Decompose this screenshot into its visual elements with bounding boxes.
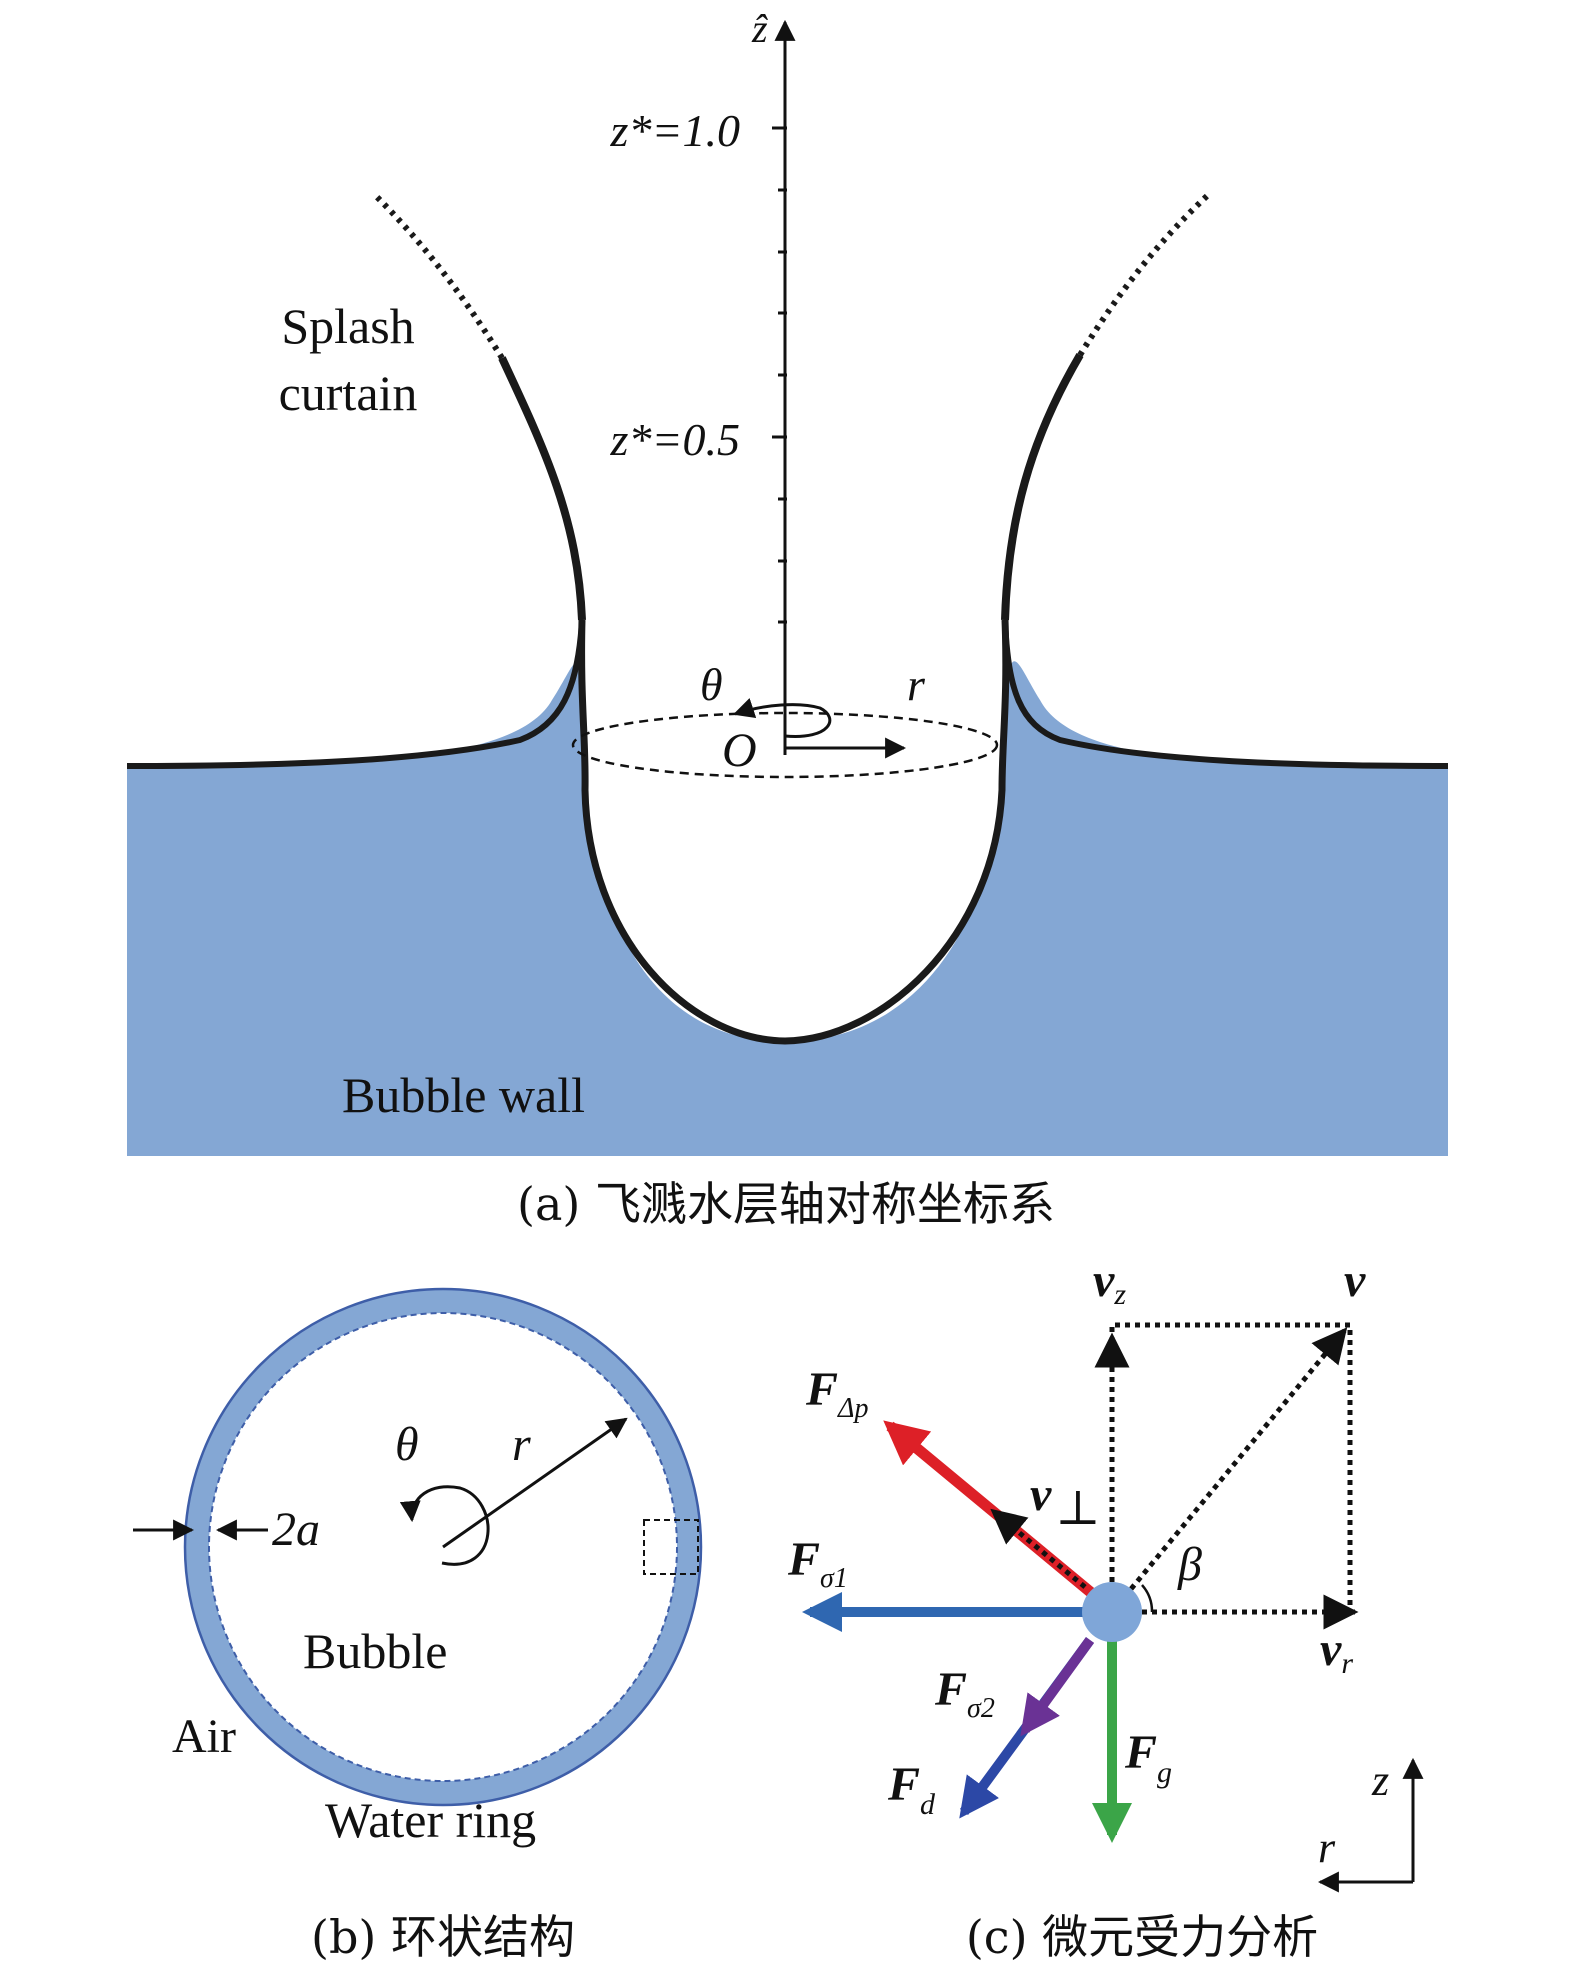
F-sigma2-label: Fσ2	[934, 1663, 995, 1724]
splash-curtain-left-dotted	[372, 192, 505, 360]
splash-curtain-left	[498, 356, 586, 621]
water-ring-label: Water ring	[325, 1792, 536, 1848]
vr-label: vr	[1320, 1623, 1353, 1680]
splash-curtain-label-2: curtain	[279, 365, 418, 421]
beta-arc	[1141, 1584, 1154, 1613]
surface-left	[126, 619, 585, 769]
air-label: Air	[172, 1710, 236, 1763]
cavity-outline	[578, 619, 1010, 1045]
ring-outer-edge	[183, 1287, 703, 1807]
element-box	[643, 1519, 699, 1575]
radius-arrow	[442, 1417, 628, 1549]
local-r-label: r	[1318, 1823, 1336, 1872]
caption-b: (b) 环状结构	[311, 1910, 575, 1964]
ring-inner-edge	[208, 1312, 678, 1782]
bubble-label: Bubble	[303, 1623, 447, 1679]
caption-c: (c) 微元受力分析	[966, 1910, 1318, 1964]
F-sigma2-arrow	[1020, 1637, 1095, 1737]
theta-label-b: θ	[395, 1418, 419, 1471]
z-axis-ticks	[772, 126, 787, 624]
v-perp-label: v⊥	[1030, 1468, 1100, 1535]
water-body	[127, 661, 1448, 1156]
F-sigma1-label: Fσ1	[787, 1533, 848, 1594]
r-label-b: r	[512, 1418, 531, 1471]
tick-label-middle: z*=0.5	[610, 414, 740, 465]
r-label: r	[907, 659, 926, 710]
F-g-label: Fg	[1124, 1726, 1172, 1789]
theta-rotation-arrow-b	[399, 1485, 490, 1566]
velocity-box	[1109, 1322, 1353, 1612]
theta-label: θ	[700, 659, 723, 710]
v-label: v	[1344, 1254, 1366, 1307]
panel-a: ẑ z*=1.0 z*=0.5 θ r O Splash curtain Bub…	[126, 6, 1449, 1231]
z-axis-label: ẑ	[751, 6, 768, 51]
coordinate-ellipse	[571, 711, 999, 779]
caption-a: (a) 飞溅水层轴对称坐标系	[517, 1177, 1055, 1231]
splash-curtain-right	[1001, 352, 1084, 621]
local-z-label: z	[1371, 1756, 1389, 1805]
origin-label: O	[722, 724, 757, 777]
bubble-wall-label: Bubble wall	[342, 1067, 585, 1123]
F-delta-p-label: FΔp	[805, 1363, 868, 1424]
surface-right	[1002, 619, 1449, 769]
splash-curtain-label-1: Splash	[281, 298, 414, 354]
tick-label-upper: z*=1.0	[610, 105, 740, 156]
thickness-label: 2a	[272, 1503, 320, 1556]
theta-rotation-arrow	[733, 698, 832, 738]
beta-label: β	[1177, 1538, 1202, 1591]
v-arrow	[1110, 1327, 1348, 1614]
panel-b: θ r 2a Bubble Air Water ring (b) 环状结构	[133, 1287, 703, 1964]
panel-c: vz v FΔp v⊥ Fσ1 β vr Fσ2 Fg Fd z r (c) 微…	[787, 1254, 1424, 1964]
F-d-label: Fd	[887, 1758, 936, 1821]
water-ring	[185, 1289, 701, 1805]
vz-label: vz	[1093, 1254, 1126, 1311]
fluid-particle	[1082, 1582, 1142, 1642]
splash-curtain-right-dotted	[1077, 192, 1211, 357]
